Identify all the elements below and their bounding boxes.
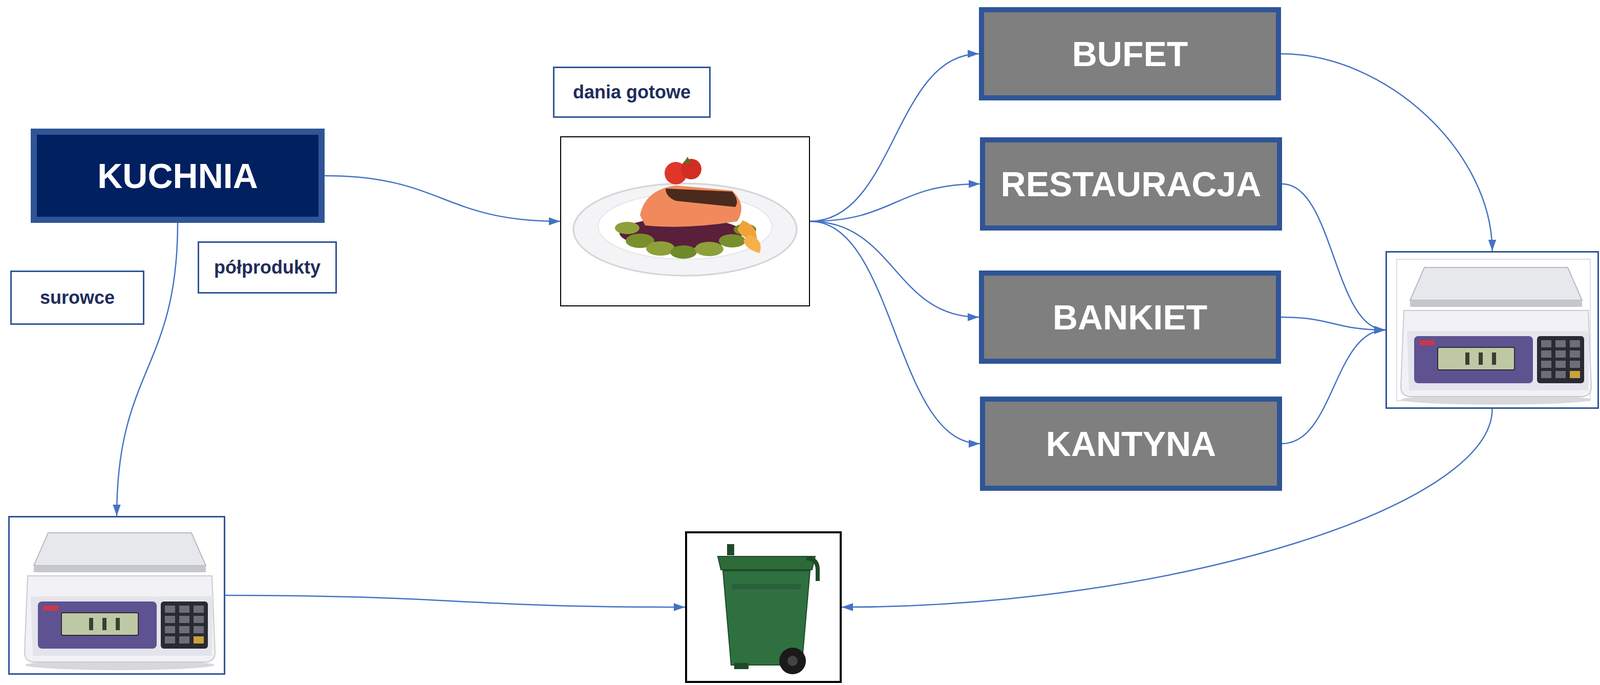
outlet-box: BANKIET <box>978 270 1282 364</box>
node-label: KANTYNA <box>1046 423 1216 464</box>
node-label: półprodukty <box>214 256 321 279</box>
scale-frame <box>8 515 226 675</box>
flow-arrow <box>1281 53 1493 251</box>
node-label: KUCHNIA <box>97 155 259 196</box>
flow-arrow <box>809 221 980 444</box>
outlet-box: KANTYNA <box>979 396 1283 491</box>
scale-frame <box>1385 250 1599 409</box>
tag-box: dania gotowe <box>552 66 711 118</box>
scale-left <box>24 532 216 670</box>
tag-box: półprodukty <box>197 241 337 294</box>
node-label: dania gotowe <box>572 81 691 103</box>
node-label: BUFET <box>1072 33 1189 74</box>
flow-arrow <box>225 594 686 607</box>
image-frame <box>560 136 810 307</box>
scale-right <box>1396 259 1592 405</box>
node-label: RESTAURACJA <box>1000 163 1262 204</box>
outlet-box: RESTAURACJA <box>979 137 1283 231</box>
node-label: BANKIET <box>1052 296 1208 337</box>
tag-box: surowce <box>10 270 145 325</box>
bin-frame <box>685 530 842 683</box>
waste-bin <box>717 543 818 674</box>
flow-arrow <box>1282 183 1386 330</box>
flow-arrow <box>1282 329 1386 444</box>
food-plate <box>573 156 797 276</box>
outlet-box: BUFET <box>978 7 1282 101</box>
kitchen-box: KUCHNIA <box>30 128 325 223</box>
flow-arrow <box>841 408 1493 607</box>
node-label: surowce <box>39 286 115 309</box>
flow-arrow <box>809 53 979 222</box>
flow-arrow <box>809 221 979 317</box>
flow-arrow <box>1281 316 1386 330</box>
flow-arrow <box>116 222 178 516</box>
flow-arrow <box>809 183 980 222</box>
flow-arrow <box>324 175 561 222</box>
